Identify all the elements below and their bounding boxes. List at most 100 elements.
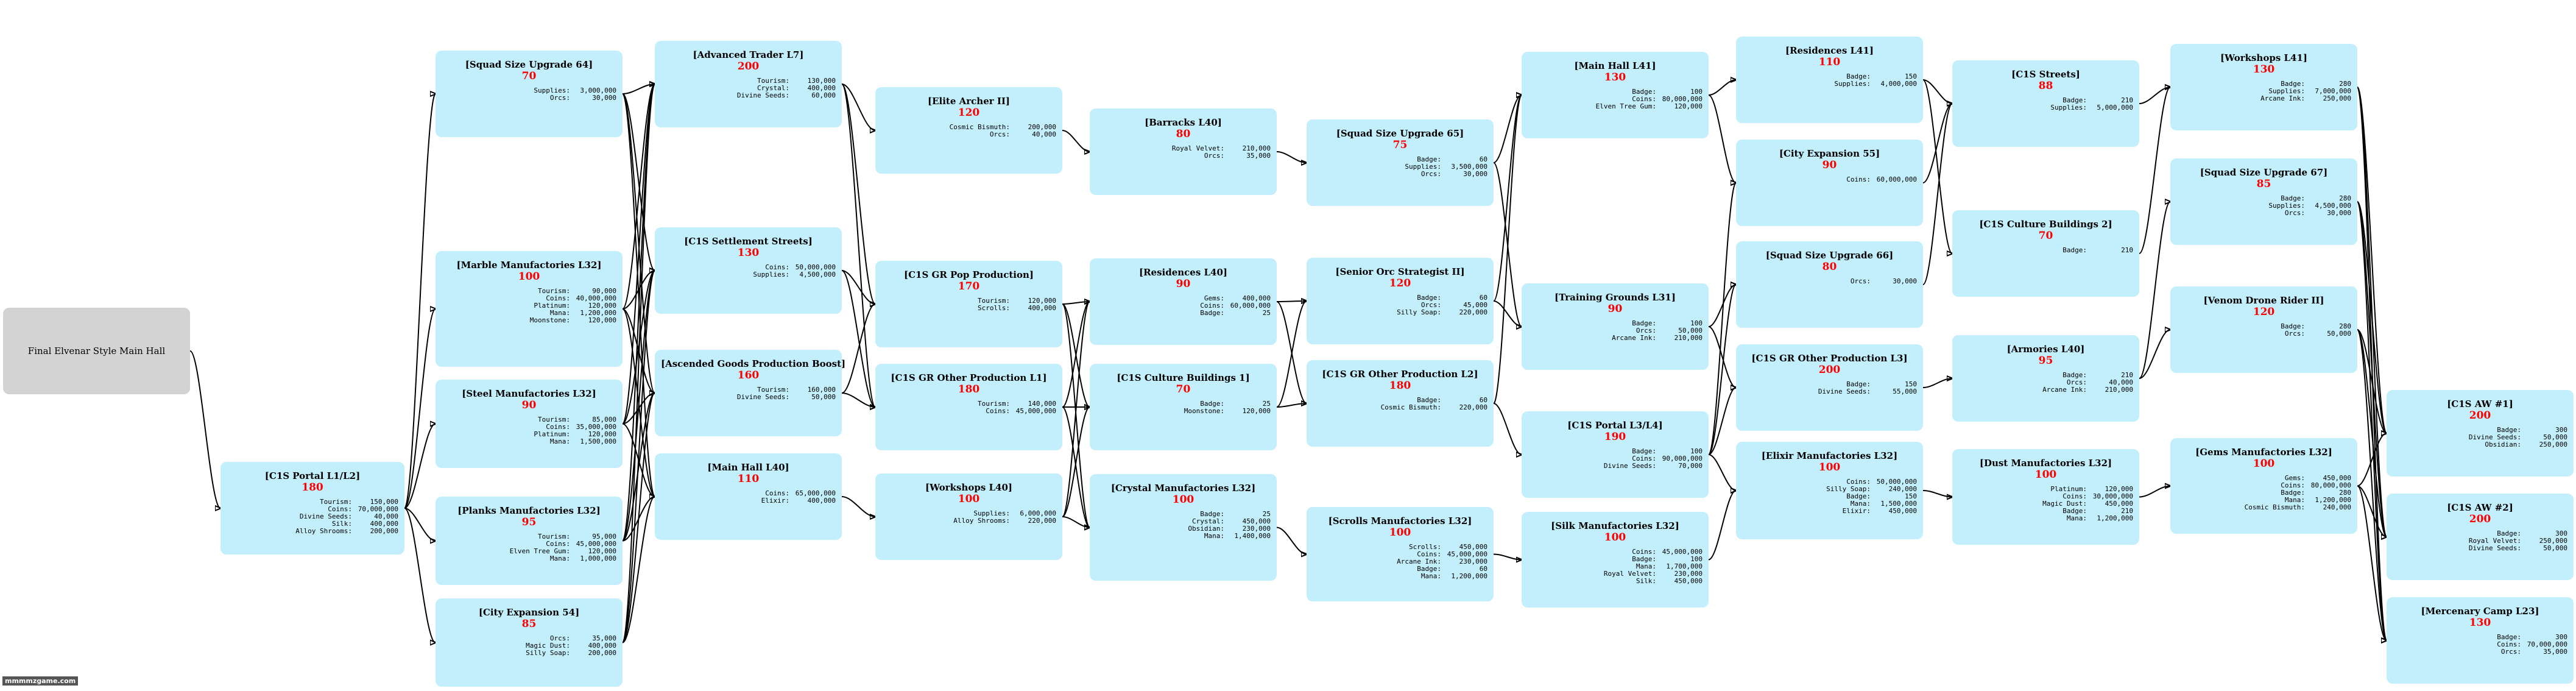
requirement-value: 30,000 — [592, 94, 616, 102]
requirement-name: Arcane Ink: — [1612, 334, 1656, 342]
node-cost: 90 — [1607, 303, 1623, 315]
root-node[interactable]: Final Elvenar Style Main Hall — [3, 308, 190, 394]
node-cost: 90 — [1822, 159, 1837, 171]
requirement-name: Coins: — [765, 489, 789, 497]
edge-c6a-c7b — [1493, 162, 1522, 327]
requirement-row: Divine Seeds:50,000 — [2393, 434, 2567, 441]
requirement-value: 240,000 — [1888, 485, 1917, 493]
requirement-name: Royal Velvet: — [1171, 144, 1224, 152]
requirement-row: Coins:80,000,000 — [1528, 96, 1703, 103]
requirement-name: Orcs: — [2500, 648, 2521, 656]
edge-c4b-c5c — [1062, 303, 1090, 407]
requirement-row: Moonstone:120,000 — [1096, 408, 1271, 415]
requirement-name: Badge: — [1632, 555, 1656, 563]
requirement-row: Gems:400,000 — [1096, 295, 1271, 302]
requirement-value: 95,000 — [592, 533, 616, 540]
requirement-row: Coins:40,000,000 — [442, 295, 616, 302]
edge-c5c-c6c — [1276, 403, 1307, 408]
requirement-value: 100 — [1690, 555, 1703, 563]
edge-c1-c2a — [404, 94, 436, 509]
requirement-name: Moonstone: — [529, 316, 570, 324]
requirement-name: Coins: — [986, 407, 1010, 415]
requirement-row: Silly Soap: 200,000 — [442, 650, 616, 657]
requirement-value: 120,000 — [588, 316, 616, 324]
requirement-name: Orcs: — [989, 130, 1010, 138]
edge-c9c-c10b — [2139, 202, 2170, 379]
requirement-name: Orcs: — [549, 634, 570, 642]
requirement-name: Tourism: — [757, 386, 789, 394]
node-cost: 200 — [1818, 364, 1841, 376]
requirement-row: Mana:1,700,000 — [1528, 563, 1703, 570]
requirement-name: Divine Seeds: — [736, 91, 789, 99]
requirement-row: Divine Seeds:50,000 — [2393, 545, 2567, 552]
requirement-name: Gems: — [2284, 474, 2305, 482]
requirement-value: 90,000 — [592, 287, 616, 295]
requirement-name: Mana: — [1636, 562, 1656, 570]
requirement-value: 100 — [1690, 447, 1703, 455]
requirement-row: Supplies:7,000,000 — [2176, 88, 2351, 95]
requirement-name: Orcs: — [2066, 378, 2087, 386]
requirement-name: Moonstone: — [1184, 407, 1224, 415]
watermark: mmmmzgame.com — [2, 676, 79, 686]
node-title: [Workshops L41] — [2220, 52, 2308, 63]
requirement-name: Badge: — [1632, 88, 1656, 96]
requirement-value: 150 — [1905, 492, 1917, 500]
requirement-value: 200,000 — [588, 649, 616, 657]
node-cost: 100 — [518, 271, 540, 283]
node-cost: 180 — [302, 481, 323, 494]
requirement-name: Badge: — [1846, 492, 1871, 500]
requirement-row: Badge:280 — [2176, 80, 2351, 88]
requirement-name: Silly Soap: — [526, 649, 570, 657]
edge-c1-c2b — [404, 309, 436, 509]
requirement-value: 40,000 — [1032, 130, 1056, 138]
requirement-value: 150 — [1905, 380, 1917, 388]
requirement-name: Tourism: — [978, 400, 1010, 408]
